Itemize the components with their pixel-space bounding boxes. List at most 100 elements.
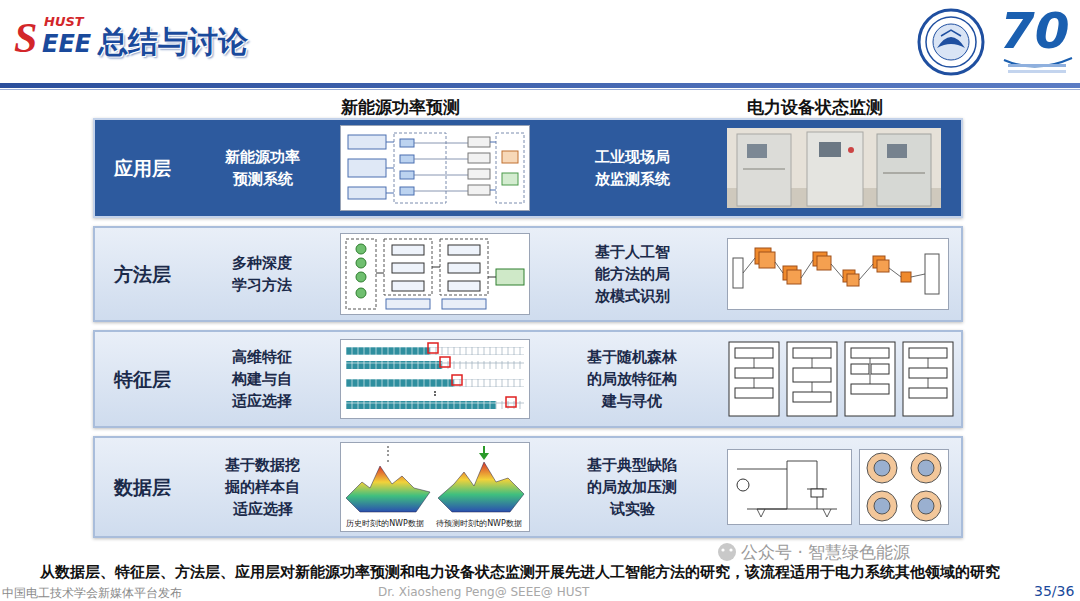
text-label: 中国电工技术学会新媒体平台发布 xyxy=(2,585,182,601)
figure-part xyxy=(757,509,831,517)
figure-part xyxy=(909,348,947,358)
figure-part xyxy=(1008,70,1066,73)
figure-part xyxy=(877,260,889,272)
figure-part xyxy=(356,272,366,282)
figure-part xyxy=(442,299,486,309)
figure-part xyxy=(502,151,518,163)
layer-item: 基于人工智能方法的局放模式识别 xyxy=(593,241,672,307)
figure-part xyxy=(346,361,524,369)
figure-part xyxy=(448,245,480,255)
figure-part xyxy=(386,142,496,193)
figure-part xyxy=(851,348,889,358)
deep-learning-figure xyxy=(340,233,530,315)
figure-part xyxy=(759,252,775,268)
layer-band: 方法层 多种深度学习方法 基于人工智能方法的局放模式识别 xyxy=(93,226,963,322)
figure-part xyxy=(384,239,432,295)
figure-part xyxy=(440,357,450,367)
figure-part xyxy=(341,234,530,315)
figure-part xyxy=(346,401,524,409)
text-label: S xyxy=(14,14,37,62)
figure-part xyxy=(394,133,446,203)
figure-part xyxy=(909,368,947,378)
figure-part xyxy=(392,281,424,291)
layer-name: 数据层 xyxy=(97,476,187,498)
cnn-figure xyxy=(727,238,949,310)
figure-part xyxy=(860,450,949,525)
figure-part xyxy=(341,340,530,419)
figure-part xyxy=(807,132,863,206)
figure-part xyxy=(483,446,485,454)
layer-item: 新能源功率预测系统 xyxy=(223,146,302,190)
figure-part xyxy=(787,342,837,416)
figure-part xyxy=(735,388,773,398)
text-label: 新能源功率预测 xyxy=(341,96,460,119)
text-label: 35/36 xyxy=(1034,583,1074,599)
layer-band: 应用层 新能源功率预测系统 工业现场局放监测系统 xyxy=(93,118,963,218)
layer-item: 基于数据挖掘的样本自适应选择 xyxy=(223,454,302,520)
figure-part xyxy=(874,460,890,476)
figure-part xyxy=(346,379,454,387)
figure-part xyxy=(867,453,897,483)
layer-item: 基于随机森林的局放特征构建与寻优 xyxy=(585,346,679,412)
figure-part xyxy=(386,299,430,309)
slide-title: 总结与讨论 xyxy=(98,22,248,63)
figure-part xyxy=(392,263,424,273)
layer-item: 工业现场局放监测系统 xyxy=(593,146,672,190)
figure-part xyxy=(341,443,530,532)
figure-part xyxy=(819,142,841,157)
figure-part xyxy=(434,391,436,393)
figure-part xyxy=(817,256,831,270)
figure-part xyxy=(376,267,496,277)
figure-part xyxy=(851,364,869,374)
layer-name: 应用层 xyxy=(97,157,187,179)
figure-part xyxy=(400,187,414,195)
text-label: 公众号 · 智慧绿色能源 xyxy=(741,541,910,564)
figure-part xyxy=(718,543,736,561)
figure-part xyxy=(0,83,1080,88)
figure-part xyxy=(728,450,852,525)
figure-part xyxy=(341,126,530,211)
figure-part xyxy=(871,364,889,374)
figure-part xyxy=(728,239,949,310)
figure-part xyxy=(400,171,414,179)
text-label: 历史时刻t的NWP数据 xyxy=(346,518,424,529)
layer-name: 方法层 xyxy=(97,263,187,285)
figure-part xyxy=(428,343,438,353)
figure-part xyxy=(348,187,386,199)
figure-part xyxy=(737,461,837,509)
figure-part xyxy=(793,368,831,382)
figure-part xyxy=(729,548,732,551)
figure-part xyxy=(468,153,490,163)
text-label: Dr. Xiaosheng Peng@ SEEE@ HUST xyxy=(378,585,589,599)
figure-part xyxy=(502,173,518,185)
figure-part xyxy=(919,10,983,74)
figure-part xyxy=(937,37,965,48)
figure-part xyxy=(346,347,524,355)
figure-part xyxy=(909,388,947,398)
figure-part xyxy=(787,270,801,284)
figure-part xyxy=(737,479,749,491)
figure-part xyxy=(733,258,743,288)
figure-part xyxy=(793,348,831,358)
figure-part xyxy=(754,358,928,392)
layer-item: 基于典型缺陷的局放加压测试实验 xyxy=(585,454,679,520)
figure-part xyxy=(448,263,480,273)
layer-band: 数据层 基于数据挖掘的样本自适应选择 基于典型缺陷的局放加压测试实验 xyxy=(93,436,963,538)
layer-name: 特征层 xyxy=(97,368,187,390)
figure-part xyxy=(400,155,414,163)
figure-part xyxy=(743,258,925,280)
layer-item: 多种深度学习方法 xyxy=(230,252,294,296)
text-label: 待预测时刻t的NWP数据 xyxy=(436,518,522,529)
figure-part xyxy=(468,185,490,195)
test-circuit-figure xyxy=(727,449,949,525)
figure-part xyxy=(440,239,488,295)
figure-part xyxy=(356,288,366,298)
figure-part xyxy=(346,401,496,409)
figure-part xyxy=(911,453,941,483)
figure-part xyxy=(925,254,939,294)
figure-part xyxy=(874,498,890,514)
figure-part xyxy=(926,17,976,67)
figure-part xyxy=(933,24,969,60)
figure-part xyxy=(506,397,516,407)
